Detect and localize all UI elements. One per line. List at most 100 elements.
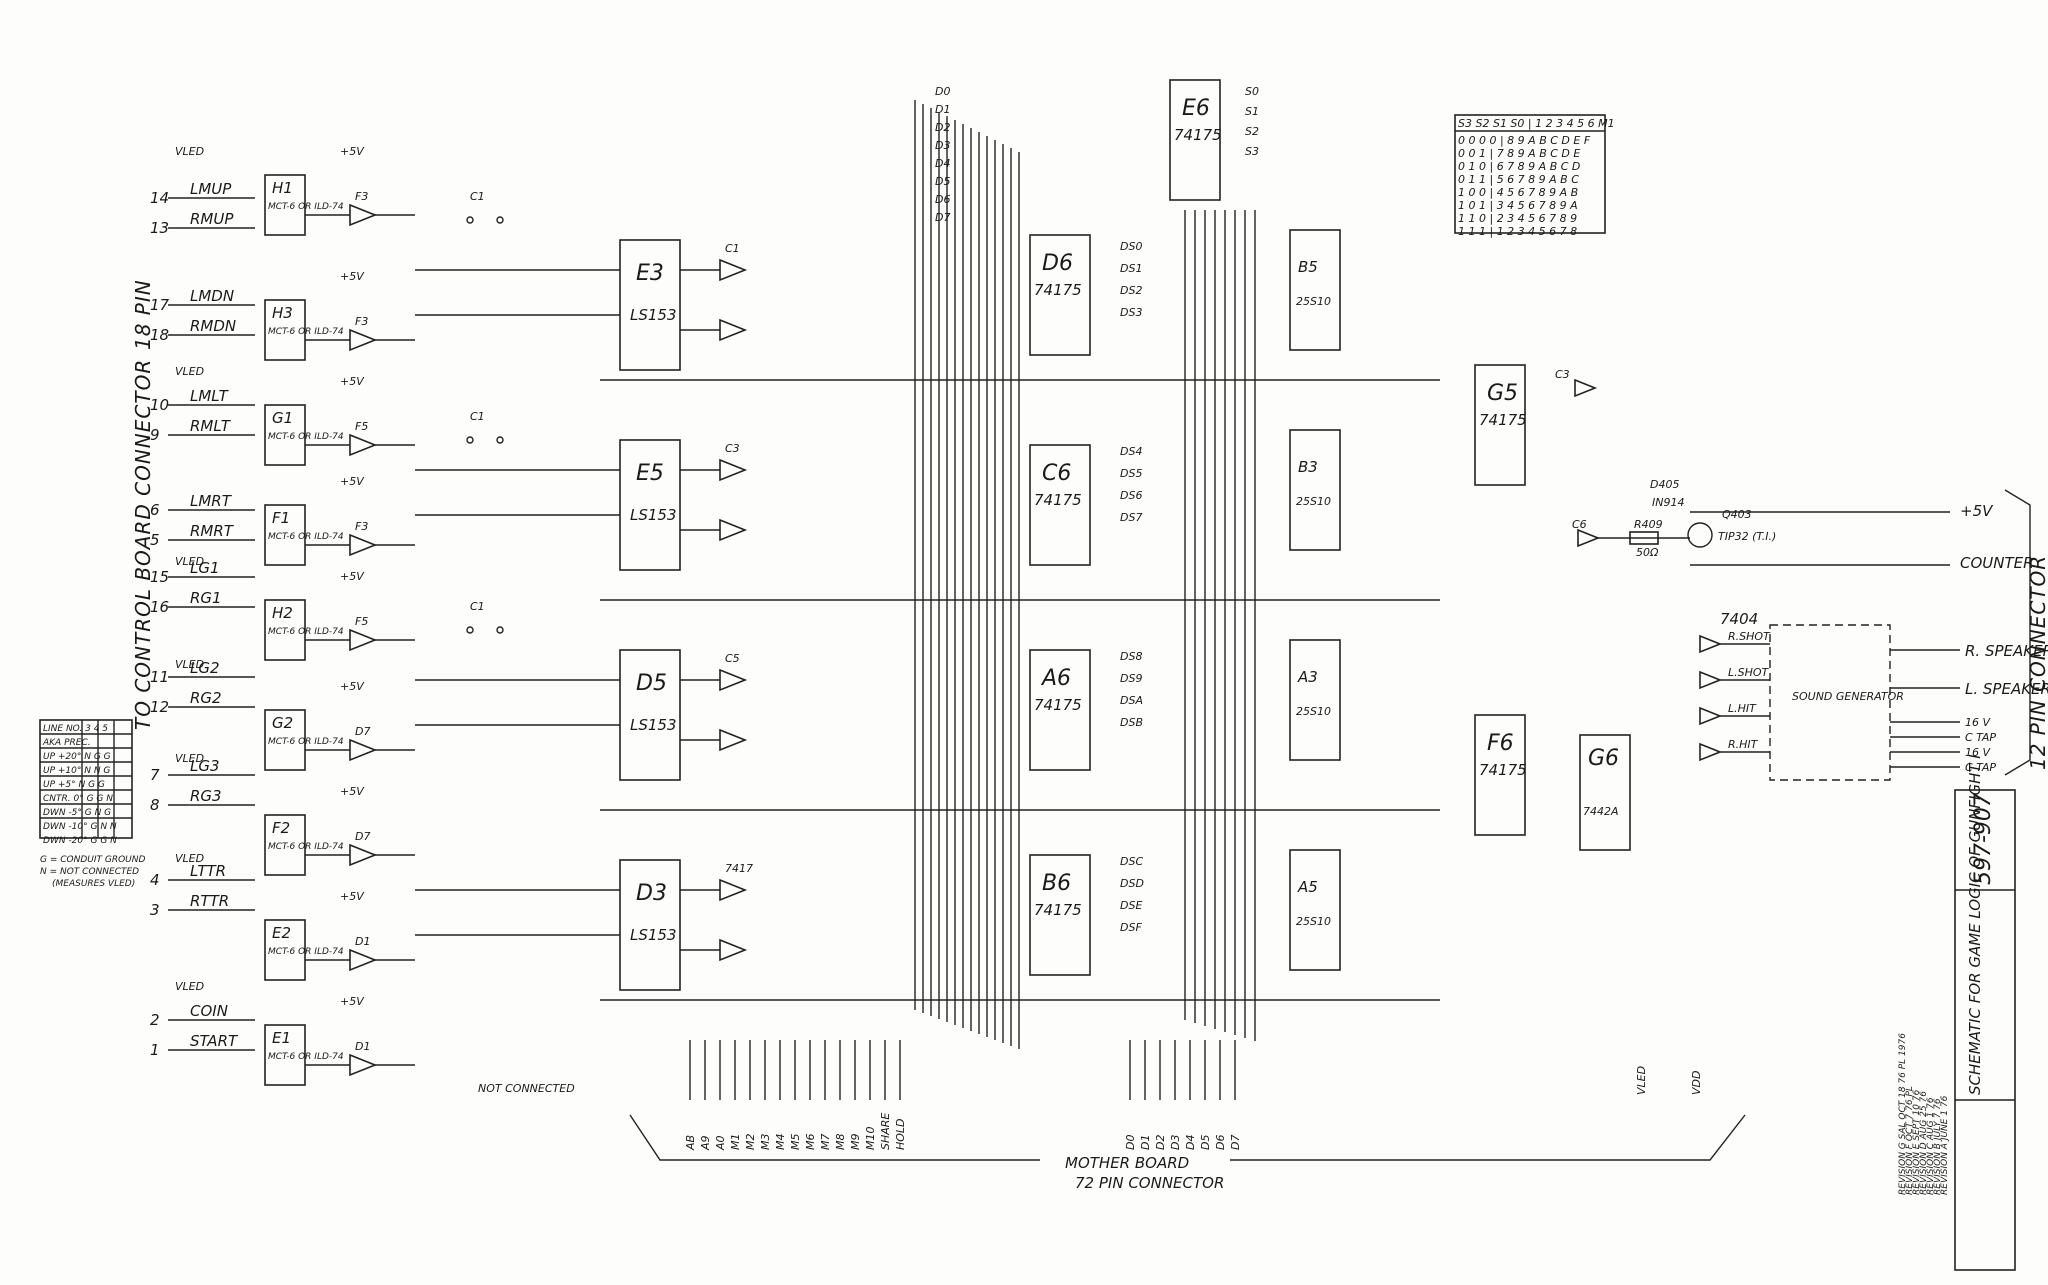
buffer-3: [349, 533, 378, 557]
mb-data-label-1: D1: [1139, 1135, 1152, 1150]
opto-type-3: MCT-6 OR ILD-74: [268, 532, 344, 542]
mb-data-label-3: D3: [1169, 1135, 1182, 1150]
revision-2: REVISION E SEPT 10 76: [1912, 1089, 1922, 1195]
truth-table-row-3: 0 1 1 | 5 6 7 8 9 A B C: [1458, 173, 1579, 186]
inverter-label-c6: C6: [1572, 518, 1587, 531]
switch-c1-0: C1: [470, 190, 485, 203]
bus-label-d5: D5: [935, 175, 950, 188]
buffer-ref-6: D7: [355, 830, 370, 843]
decoder-type: 7442A: [1583, 805, 1619, 818]
latch-type-6: 74175: [1479, 761, 1527, 779]
open-collector-buffer-a-1: [719, 458, 748, 482]
out-ctap-1: C TAP: [1965, 731, 1996, 744]
signal-l-hit: L.HIT: [1728, 702, 1757, 715]
mux-type-0: LS153: [630, 306, 677, 324]
buffer-ref-4: F5: [355, 615, 368, 628]
buffer-ref-0: F3: [355, 190, 368, 203]
ds-label-ds0: DS0: [1120, 240, 1142, 253]
bus-label-d6: D6: [935, 193, 950, 206]
shifter-a3: [1289, 639, 1341, 761]
ds-label-dsa: DSA: [1120, 694, 1143, 707]
opto-type-6: MCT-6 OR ILD-74: [268, 842, 344, 852]
bus-lines: D0D1D2D3D4D5D6D7S0S1S2S3DS0DS1DS2DS3DS4D…: [600, 85, 1440, 1049]
mux-ref-2: D5: [636, 671, 667, 696]
vled-label-6: VLED: [175, 980, 204, 993]
open-collector-buffer-a-2: [719, 668, 748, 692]
opto-e1: [264, 1024, 306, 1086]
sound-generator-label: SOUND GENERATOR: [1792, 690, 1904, 703]
truth-table-row-1: 0 0 1 | 7 8 9 A B C D E: [1458, 147, 1580, 160]
opto-ref-0: H1: [272, 179, 293, 197]
opto-supply-1: +5V: [340, 270, 365, 283]
bus-label-d0: D0: [935, 85, 950, 98]
opto-ref-6: F2: [272, 819, 290, 837]
revision-list: REVISION G SAL OCT 18 76 PL 1976REVISION…: [1898, 1033, 1950, 1195]
angle-table: LINE NO. 3 4 5 AKA PREC. UP +20° N G G U…: [39, 719, 145, 889]
input-signal-lg2: LG2: [190, 659, 220, 677]
mb-addr-label-2: A0: [714, 1135, 727, 1151]
connector-pin-1: 1: [150, 1041, 160, 1059]
connector-pin-9: 9: [150, 426, 160, 444]
truth-table-row-5: 1 0 1 | 3 4 5 6 7 8 9 A: [1458, 199, 1578, 212]
mb-addr-label-3: M1: [729, 1134, 742, 1151]
transistor-ref: Q403: [1722, 508, 1752, 521]
mb-addr-label-4: M2: [744, 1134, 757, 1151]
buffer-7: [349, 948, 378, 972]
revision-4: REVISION C AUG 1 76: [1926, 1097, 1936, 1195]
latch-ref-6: F6: [1487, 731, 1514, 756]
ds-label-ds1: DS1: [1120, 262, 1142, 275]
opto-supply-3: +5V: [340, 475, 365, 488]
control-board-pin-count: 18 PIN: [131, 279, 155, 350]
buffer-4: [349, 628, 378, 652]
angle-table-legend-0: G = CONDUIT GROUND: [40, 855, 145, 865]
opto-ref-4: H2: [272, 604, 293, 622]
counter-driver: C3 C6 R409 50Ω Q403 TIP32 (T.I.) D405 IN…: [1555, 368, 2034, 572]
shifter-type-2: 25S10: [1296, 705, 1331, 718]
ds-label-ds6: DS6: [1120, 489, 1142, 502]
buffer-2: [349, 433, 378, 457]
connector-pin-2: 2: [150, 1011, 160, 1029]
latch-ref-3: A6: [1040, 666, 1071, 691]
ds-label-ds9: DS9: [1120, 672, 1142, 685]
opto-type-0: MCT-6 OR ILD-74: [268, 202, 344, 212]
connector-pin-14: 14: [150, 189, 169, 207]
open-collector-buffer-a-0: [719, 258, 748, 282]
mux-ref-1: E5: [636, 461, 664, 486]
inverter-7404-label: 7404: [1720, 610, 1758, 628]
open-collector-buffer-b-2: [719, 728, 748, 752]
buffer-part-0: C1: [725, 242, 740, 255]
switch-contact-a-0: [466, 216, 474, 224]
mux-d5: [619, 649, 681, 781]
opto-ref-1: H3: [272, 304, 293, 322]
connector-pin-10: 10: [150, 396, 169, 414]
ds-label-dsf: DSF: [1120, 921, 1142, 934]
mb-addr-label-1: A9: [699, 1135, 712, 1151]
switch-contact-b-0: [496, 216, 504, 224]
mux-ref-0: E3: [636, 261, 664, 286]
mux-chips: E3LS153C1E5LS153C3D5LS153C5D3LS1537417C1…: [415, 190, 753, 991]
vled-label-2: VLED: [175, 555, 204, 568]
buffer-8: [349, 1053, 378, 1077]
shifter-type-3: 25S10: [1296, 915, 1331, 928]
decoder-ref: G6: [1588, 746, 1619, 771]
truth-table: S3 S2 S1 S0 | 1 2 3 4 5 6 M1 0 0 0 0 | 8…: [1454, 114, 1615, 238]
ds-label-ds5: DS5: [1120, 467, 1142, 480]
latch-chips: E674175D674175C674175A674175B674175G5741…: [1029, 79, 1631, 976]
shifter-type-1: 25S10: [1296, 495, 1331, 508]
r409-value: 50Ω: [1636, 546, 1659, 559]
shifter-type-0: 25S10: [1296, 295, 1331, 308]
angle-table-row-4: UP +5° N G G: [43, 780, 105, 790]
connector-pin-16: 16: [150, 598, 169, 616]
opto-type-7: MCT-6 OR ILD-74: [268, 947, 344, 957]
opto-type-8: MCT-6 OR ILD-74: [268, 1052, 344, 1062]
mb-data-label-7: D7: [1229, 1135, 1242, 1150]
mb-data-label-4: D4: [1184, 1135, 1197, 1150]
truth-table-row-0: 0 0 0 0 | 8 9 A B C D E F: [1458, 134, 1591, 147]
latch-a6: [1029, 649, 1091, 771]
mux-ref-3: D3: [636, 881, 667, 906]
mux-e5: [619, 439, 681, 571]
input-signal-lg3: LG3: [190, 757, 220, 775]
buffer-ref-7: D1: [355, 935, 370, 948]
r409-label: R409: [1634, 518, 1663, 531]
